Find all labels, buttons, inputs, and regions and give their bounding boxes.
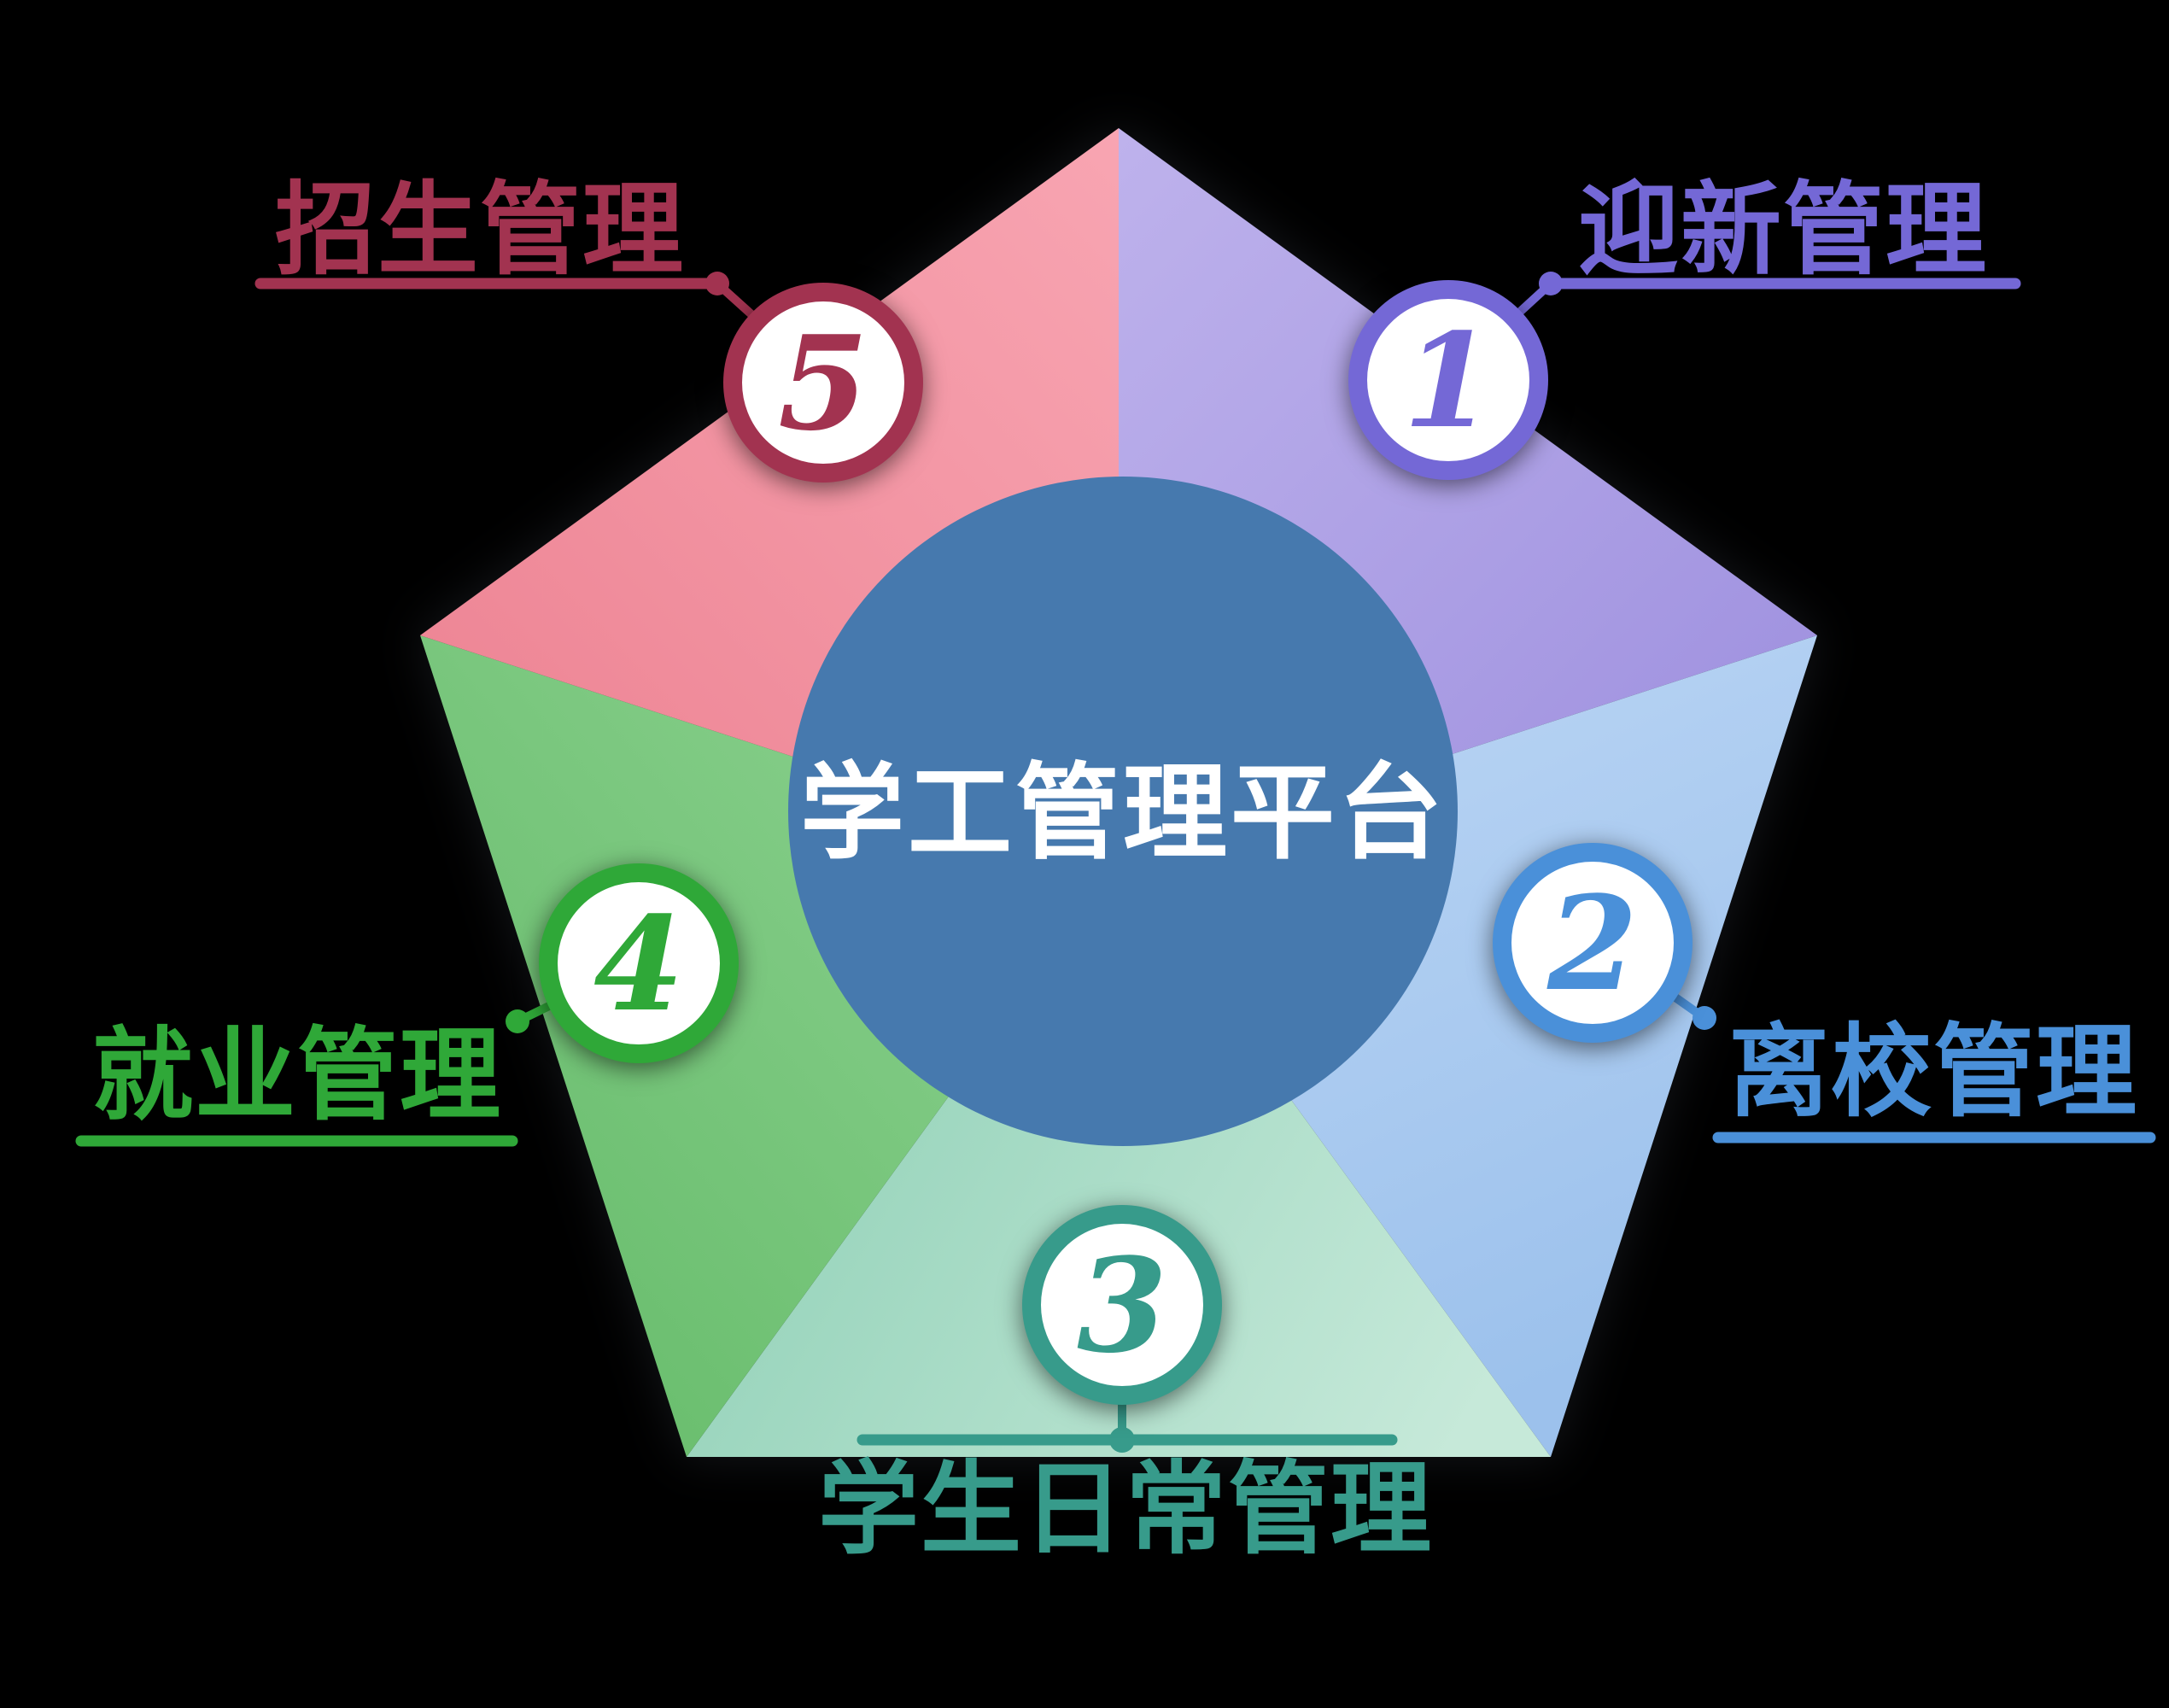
item-1-label: 迎新管理: [1578, 171, 1988, 289]
pentagon-segment-3: [687, 863, 1551, 1457]
item-5: 5 招生管理: [254, 171, 923, 483]
item-2-label: 离校管理: [1728, 1013, 2138, 1131]
item-1: 1 迎新管理: [1348, 171, 2021, 480]
item-4: 4 就业管理: [75, 863, 739, 1147]
item-4-number-badge: [539, 863, 739, 1063]
item-1-number: 1: [1403, 304, 1494, 457]
item-5-label: 招生管理: [275, 171, 685, 289]
item-5-number-badge: [723, 283, 923, 483]
item-3: 3 学生日常管理: [818, 1205, 1433, 1568]
center-circle: [788, 477, 1458, 1146]
item-2-number: 2: [1546, 867, 1638, 1020]
item-1-connector-dot: [1539, 272, 1563, 295]
center-title: 学工管理平台: [800, 752, 1446, 874]
item-3-number-badge: [1022, 1205, 1222, 1405]
item-4-label: 就业管理: [92, 1016, 502, 1134]
item-3-label: 学生日常管理: [818, 1450, 1433, 1568]
item-5-connector-dot: [705, 272, 729, 295]
item-2-connector-dot: [1693, 1006, 1716, 1030]
item-5-number: 5: [778, 307, 868, 459]
item-2-number-badge: [1493, 843, 1693, 1043]
item-1-number-badge: [1348, 280, 1548, 480]
item-3-connector-dot: [1109, 1427, 1135, 1453]
item-2: 2 离校管理: [1493, 843, 2156, 1144]
item-4-number: 4: [593, 887, 684, 1040]
item-3-number: 3: [1077, 1229, 1167, 1382]
item-4-connector-dot: [506, 1009, 529, 1033]
